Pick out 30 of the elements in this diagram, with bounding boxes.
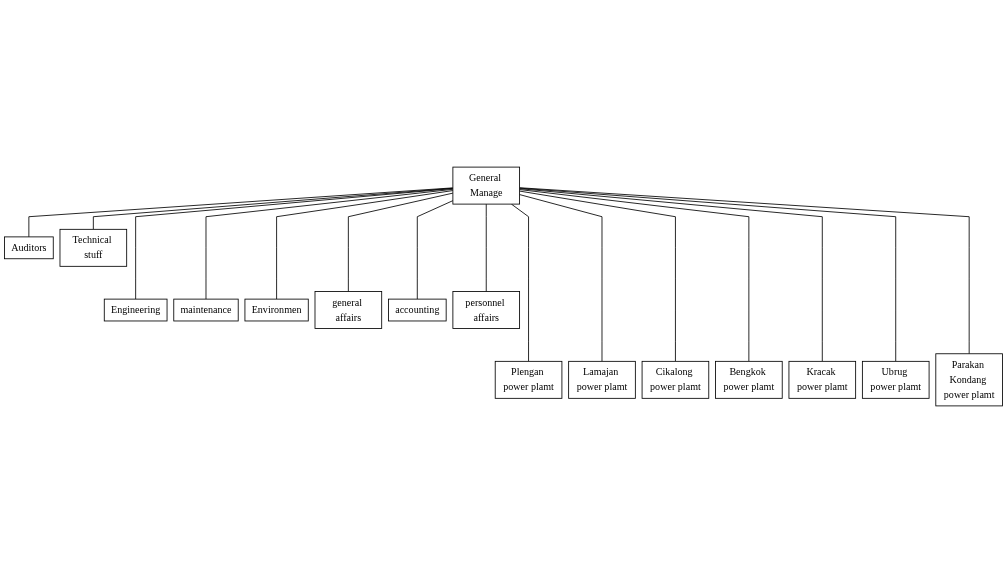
node-box: General Manage [452, 166, 520, 205]
node-box: Parakan Kondang power plamt [935, 353, 1003, 407]
connector [519, 194, 603, 362]
node-box: Lamajan power plamt [568, 360, 636, 399]
connector [519, 189, 750, 362]
connector [347, 192, 454, 292]
node-box: general affairs [314, 291, 383, 329]
node-box: Kracak power plamt [788, 360, 857, 399]
node-box: maintenance [173, 298, 239, 322]
connector [485, 203, 487, 292]
node-box: Technical stuff [59, 228, 128, 267]
connector [276, 190, 454, 300]
node-box: accounting [388, 298, 447, 322]
connector [135, 188, 454, 300]
connector [205, 188, 454, 300]
node-box: Bengkok power plamt [715, 360, 783, 399]
connector [510, 203, 529, 362]
connector [519, 187, 970, 355]
node-box: Ubrug power plamt [861, 360, 930, 399]
node-box: Cikalong power plamt [641, 360, 710, 399]
node-box: Auditors [4, 236, 54, 260]
connector [519, 187, 897, 362]
connector [519, 190, 676, 362]
node-box: personnel affairs [452, 291, 520, 329]
node-box: Plengan power plamt [494, 360, 563, 399]
connector [28, 187, 454, 238]
connector [416, 200, 454, 300]
node-box: Environmen [244, 298, 309, 322]
node-box: Engineering [103, 298, 168, 322]
connector [519, 188, 823, 362]
